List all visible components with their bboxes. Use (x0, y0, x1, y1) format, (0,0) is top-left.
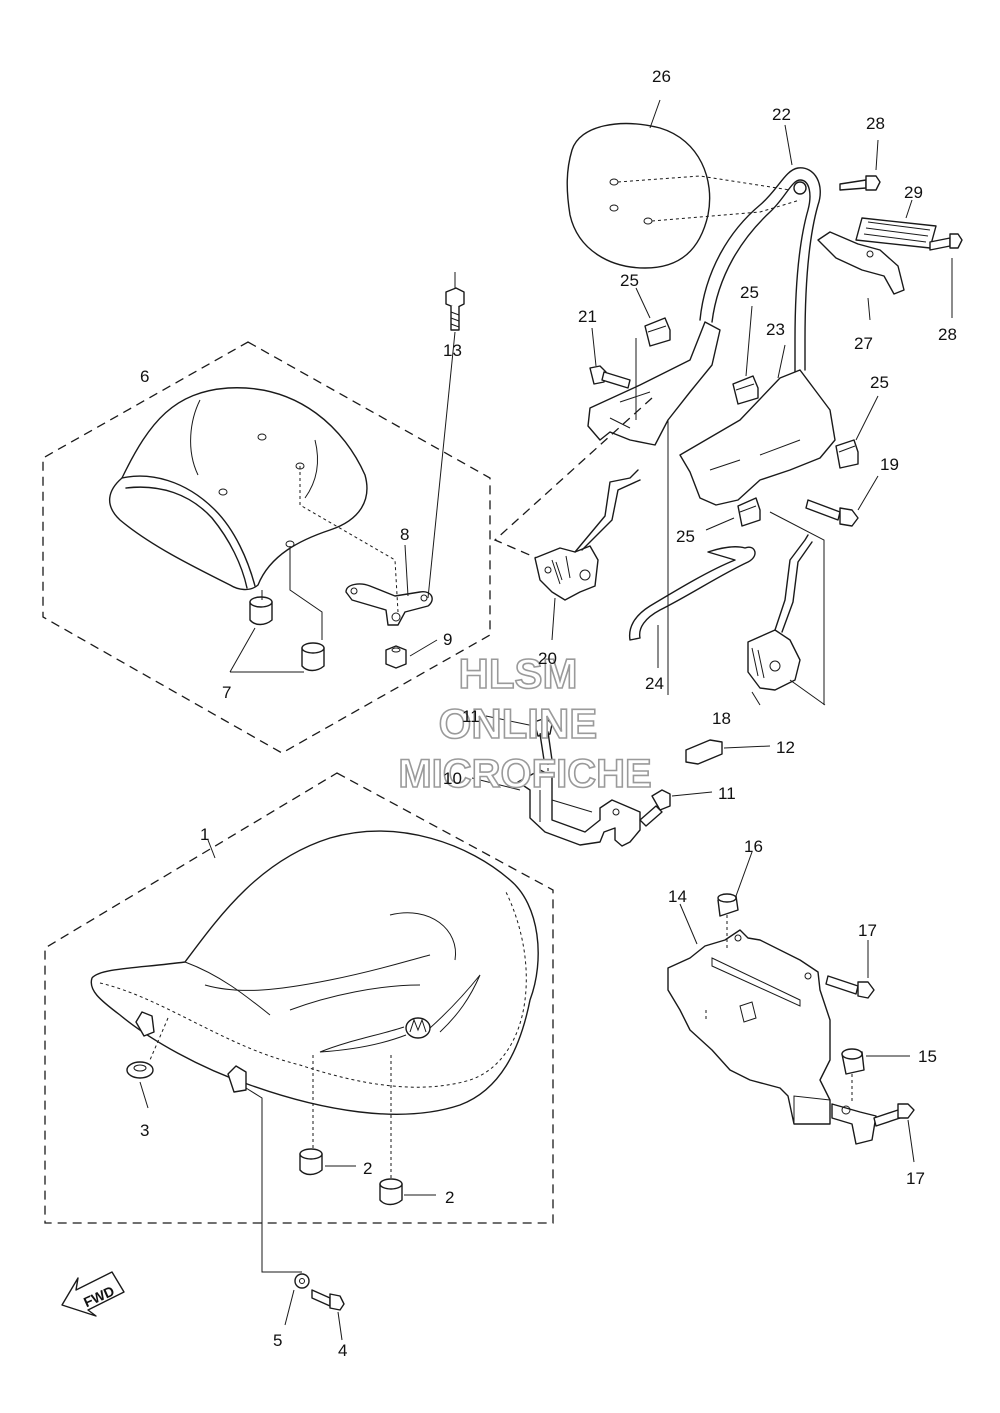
callout-17a: 17 (858, 921, 877, 940)
latch-group (471, 397, 826, 847)
clip-25a (644, 317, 671, 347)
release-rod (628, 546, 756, 641)
callout-27: 27 (854, 334, 873, 353)
callout-3: 3 (140, 1121, 149, 1140)
watermark-line3: MICROFICHE (398, 752, 651, 796)
bolt-11a (533, 717, 553, 761)
clip-25b (732, 375, 759, 405)
damper-7b (301, 642, 325, 672)
backrest-pad (566, 122, 711, 269)
callout-25a: 25 (620, 271, 639, 290)
grommet-3 (126, 1061, 154, 1079)
callout-2a: 2 (363, 1159, 372, 1178)
callout-25b: 25 (740, 283, 759, 302)
bracket-10 (517, 769, 641, 847)
bolt-11b (639, 789, 671, 827)
callout-15: 15 (918, 1047, 937, 1066)
callout-11a: 11 (462, 707, 480, 726)
cover-group (667, 851, 915, 1163)
backrest-frame (699, 167, 821, 371)
callout-20: 20 (538, 649, 557, 668)
callout-4: 4 (338, 1341, 347, 1360)
callout-21: 21 (578, 307, 597, 326)
callout-8: 8 (400, 525, 409, 544)
damper-2b (379, 1178, 403, 1206)
callout-11b: 11 (718, 784, 736, 803)
bolt-19 (805, 499, 859, 527)
forward-direction-indicator: FWD (61, 1271, 125, 1317)
callout-28b: 28 (938, 325, 957, 344)
latch-18 (747, 629, 801, 691)
watermark: HLSM ONLINE MICROFICHE (398, 649, 653, 797)
callout-9: 9 (443, 630, 452, 649)
bolt-13 (445, 287, 465, 331)
cover-14 (667, 929, 831, 1125)
grommet-15 (841, 1048, 865, 1075)
callout-labels: 1 2 2 3 4 5 6 7 8 9 10 11 11 12 13 14 15… (140, 67, 957, 1360)
callout-29: 29 (904, 183, 923, 202)
passenger-seat-group (42, 272, 491, 754)
side-plate-right (679, 369, 836, 506)
callout-18: 18 (712, 709, 731, 728)
bolt-17a (825, 975, 875, 999)
damper-7a (249, 596, 273, 626)
backrest-group (566, 99, 963, 705)
clip-25c (835, 439, 859, 469)
passenger-seat-boundary (42, 341, 491, 754)
callout-22: 22 (772, 105, 791, 124)
grommet-16 (717, 893, 739, 917)
callout-25d: 25 (676, 527, 695, 546)
washer-5 (294, 1273, 310, 1289)
passenger-seat (109, 387, 368, 591)
latch-20 (534, 545, 599, 601)
callout-26: 26 (652, 67, 671, 86)
rider-seat-group (44, 772, 554, 1341)
callout-12: 12 (776, 738, 795, 757)
callout-10: 10 (443, 769, 462, 788)
bolt-4 (311, 1289, 345, 1311)
callout-16: 16 (744, 837, 763, 856)
callout-24: 24 (645, 674, 664, 693)
bracket-27 (817, 231, 905, 295)
tuning-fork-emblem (405, 1017, 431, 1039)
damper-2a (299, 1148, 323, 1176)
seat-bracket (345, 583, 433, 626)
callout-2b: 2 (445, 1188, 454, 1207)
callout-28a: 28 (866, 114, 885, 133)
pad-12 (685, 739, 723, 765)
watermark-line1: HLSM (459, 650, 578, 697)
rider-seat-boundary (44, 772, 554, 1224)
callout-25c: 25 (870, 373, 889, 392)
bolt-28b (929, 233, 963, 251)
clip-25d (737, 497, 761, 527)
callout-5: 5 (273, 1331, 282, 1350)
bolt-17b (873, 1103, 915, 1127)
bolt-21 (589, 365, 631, 389)
callout-13: 13 (443, 341, 462, 360)
callout-17b: 17 (906, 1169, 925, 1188)
side-plate-left (587, 321, 721, 446)
callout-7: 7 (222, 683, 231, 702)
callout-23: 23 (766, 320, 785, 339)
bolt-28a (839, 175, 881, 191)
rider-seat (90, 830, 539, 1115)
grip-29 (855, 217, 937, 249)
callout-6: 6 (140, 367, 149, 386)
watermark-line2: ONLINE (439, 700, 598, 747)
callout-14: 14 (668, 887, 687, 906)
callout-19: 19 (880, 455, 899, 474)
nut-9 (385, 645, 407, 669)
callout-1: 1 (200, 825, 209, 844)
